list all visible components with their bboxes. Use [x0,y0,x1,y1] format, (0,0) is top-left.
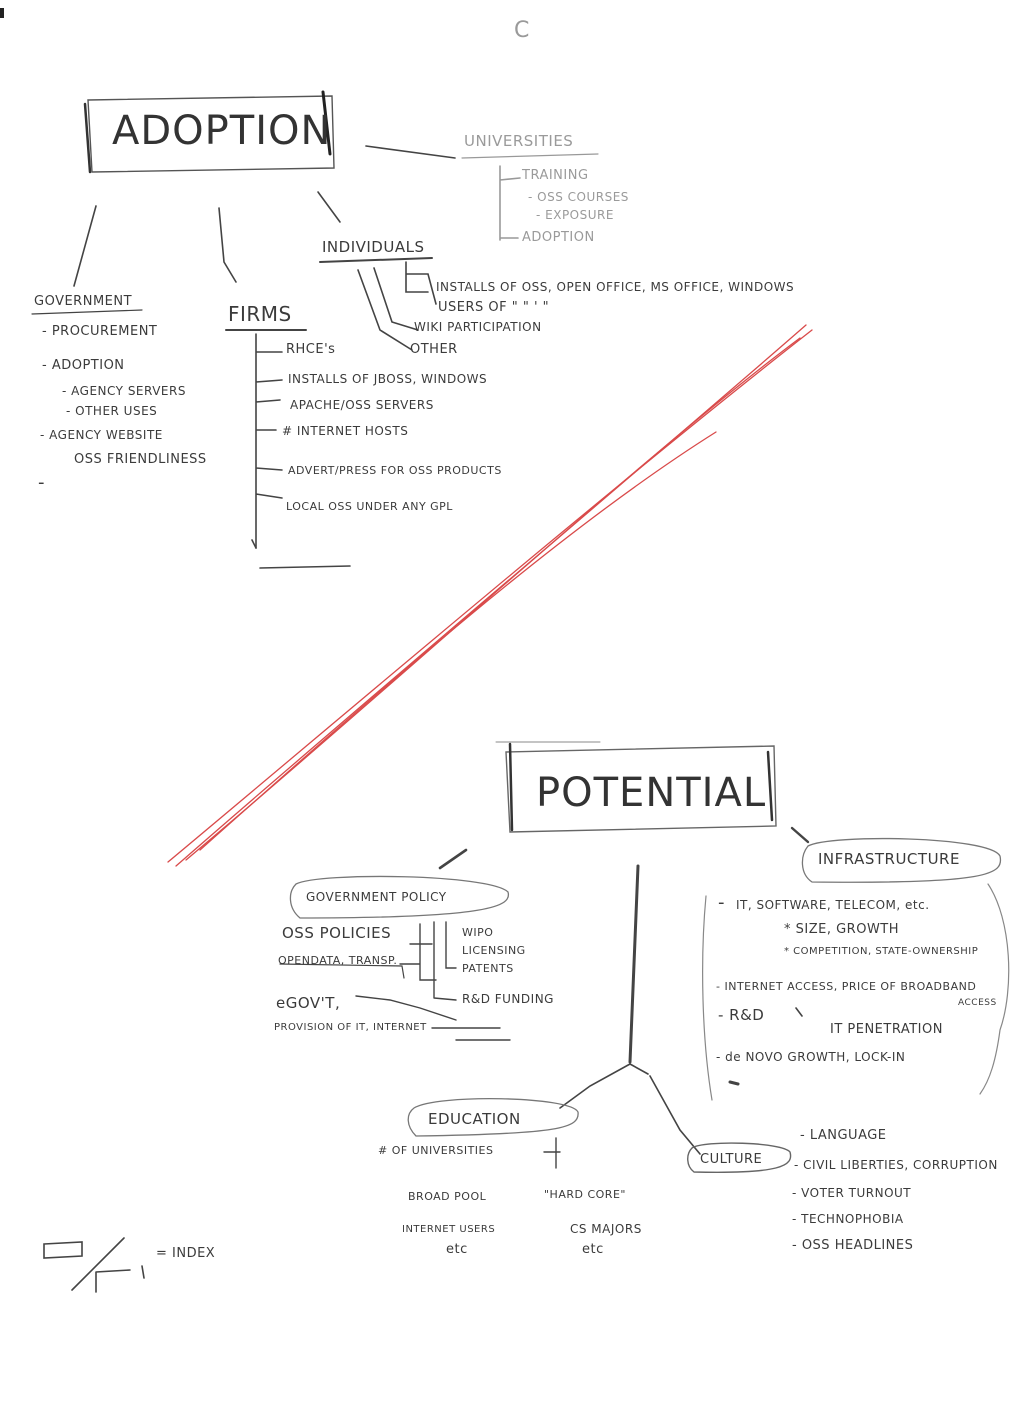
connector-potential-policy [438,848,468,870]
connector-potential-infra [790,826,810,844]
culture-item: - OSS HEADLINES [792,1238,914,1253]
universities-bracket [499,165,521,241]
gov-policy-opendata: OPENDATA, TRANSP. [278,954,398,967]
government-underline [31,309,143,315]
infra-de-novo: - de NOVO GROWTH, LOCK-IN [716,1050,906,1064]
legend-index-text: = INDEX [156,1246,216,1261]
firms-label: FIRMS [228,302,292,326]
connector-adoption-firms [218,207,237,283]
universities-label: UNIVERSITIES [464,132,574,150]
education-etc2: etc [582,1242,604,1257]
infra-internet-access: - INTERNET ACCESS, PRICE OF BROADBAND [716,980,977,993]
gov-policy-box [279,963,405,979]
education-bubble [407,1098,579,1137]
gov-policy-bubble [289,875,510,919]
infra-it-penetration: IT PENETRATION [830,1022,943,1037]
culture-item: - TECHNOPHOBIA [792,1212,904,1226]
government-procurement: - PROCUREMENT [42,324,158,339]
index-symbol [43,1237,145,1293]
individuals-underline [319,257,433,263]
gov-policy-rd-funding: R&D FUNDING [462,992,554,1006]
individuals-item: WIKI PARTICIPATION [414,320,542,334]
gov-policy-label: GOVERNMENT POLICY [306,890,447,904]
culture-item: - CIVIL LIBERTIES, CORRUPTION [794,1158,998,1172]
connector-adoption-individuals [317,191,341,223]
gov-policy-egov: eGOV'T, [276,994,341,1012]
government-dash: - [38,472,45,493]
firms-item: LOCAL OSS UNDER ANY GPL [286,500,453,513]
firms-bracket [255,333,351,569]
gov-policy-patents: PATENTS [462,962,514,975]
connector-potential-main [628,864,640,1064]
gov-policy-branches [355,921,511,1041]
page-letter: C [514,18,530,43]
connector-potential-hub [629,1063,649,1075]
individuals-label: INDIVIDUALS [322,238,425,256]
corner-mark [0,8,4,18]
infra-access: ACCESS [958,998,997,1008]
infra-size: * SIZE, GROWTH [784,922,900,937]
connector-adoption-government [73,205,97,287]
universities-training: TRAINING [522,168,589,183]
universities-underline [461,153,599,159]
infra-dash [728,1080,740,1086]
adoption-title: ADOPTION [112,108,332,154]
infra-competition: * COMPETITION, STATE-OWNERSHIP [784,946,979,957]
connector-potential-education [559,1063,631,1109]
education-universities: # OF UNIVERSITIES [378,1144,494,1157]
gov-policy-wipo: WIPO [462,926,494,939]
firms-item: INSTALLS OF JBOSS, WINDOWS [288,372,488,386]
infra-rd-tick [795,1007,803,1017]
infra-it-dash: - [718,892,725,913]
universities-exposure: - EXPOSURE [536,208,614,222]
firms-item: APACHE/OSS SERVERS [290,398,434,412]
gov-policy-oss-policies: OSS POLICIES [282,924,392,942]
culture-label: CULTURE [700,1152,763,1167]
infra-enclosure [702,883,1010,1101]
infra-it: IT, SOFTWARE, TELECOM, etc. [736,898,930,912]
education-etc1: etc [446,1242,468,1257]
education-broad-pool: BROAD POOL [408,1190,487,1203]
individuals-branches [357,261,437,351]
government-label: GOVERNMENT [34,294,133,309]
firms-item: # INTERNET HOSTS [282,424,409,438]
culture-item: - LANGUAGE [800,1128,887,1143]
individuals-item: INSTALLS OF OSS, OPEN OFFICE, MS OFFICE,… [436,280,795,294]
connector-potential-culture [649,1075,701,1155]
education-hard-core: "HARD CORE" [544,1188,626,1201]
individuals-item: USERS OF " " ' " [438,300,550,315]
culture-bubble [687,1142,792,1174]
education-internet-users: INTERNET USERS [402,1224,496,1235]
infra-rd: - R&D [718,1006,765,1024]
connector-adoption-universities [365,145,456,159]
adoption-box [83,90,335,174]
infra-label: INFRASTRUCTURE [818,850,960,868]
education-branch [543,1137,561,1169]
individuals-item: OTHER [410,342,458,357]
firms-item: ADVERT/PRESS FOR OSS PRODUCTS [288,464,502,477]
potential-title: POTENTIAL [536,770,767,816]
education-cs-majors: CS MAJORS [570,1222,642,1236]
government-oss-friendliness: OSS FRIENDLINESS [74,452,207,467]
government-agency-website: - AGENCY WEBSITE [40,428,163,442]
government-agency-servers: - AGENCY SERVERS [62,384,186,398]
gov-policy-licensing: LICENSING [462,944,526,957]
government-adoption: - ADOPTION [42,358,125,373]
universities-oss-courses: - OSS COURSES [528,190,629,204]
firms-item: RHCE's [286,342,336,357]
government-other-uses: - OTHER USES [66,404,158,418]
red-cross-out [167,324,813,867]
culture-item: - VOTER TURNOUT [792,1186,912,1200]
potential-box [495,741,777,833]
education-label: EDUCATION [428,1110,521,1128]
firms-bracket-end [251,539,257,549]
universities-adoption: ADOPTION [522,230,595,245]
infra-bubble [801,837,1002,883]
gov-policy-provision: PROVISION OF IT, INTERNET [274,1022,427,1033]
